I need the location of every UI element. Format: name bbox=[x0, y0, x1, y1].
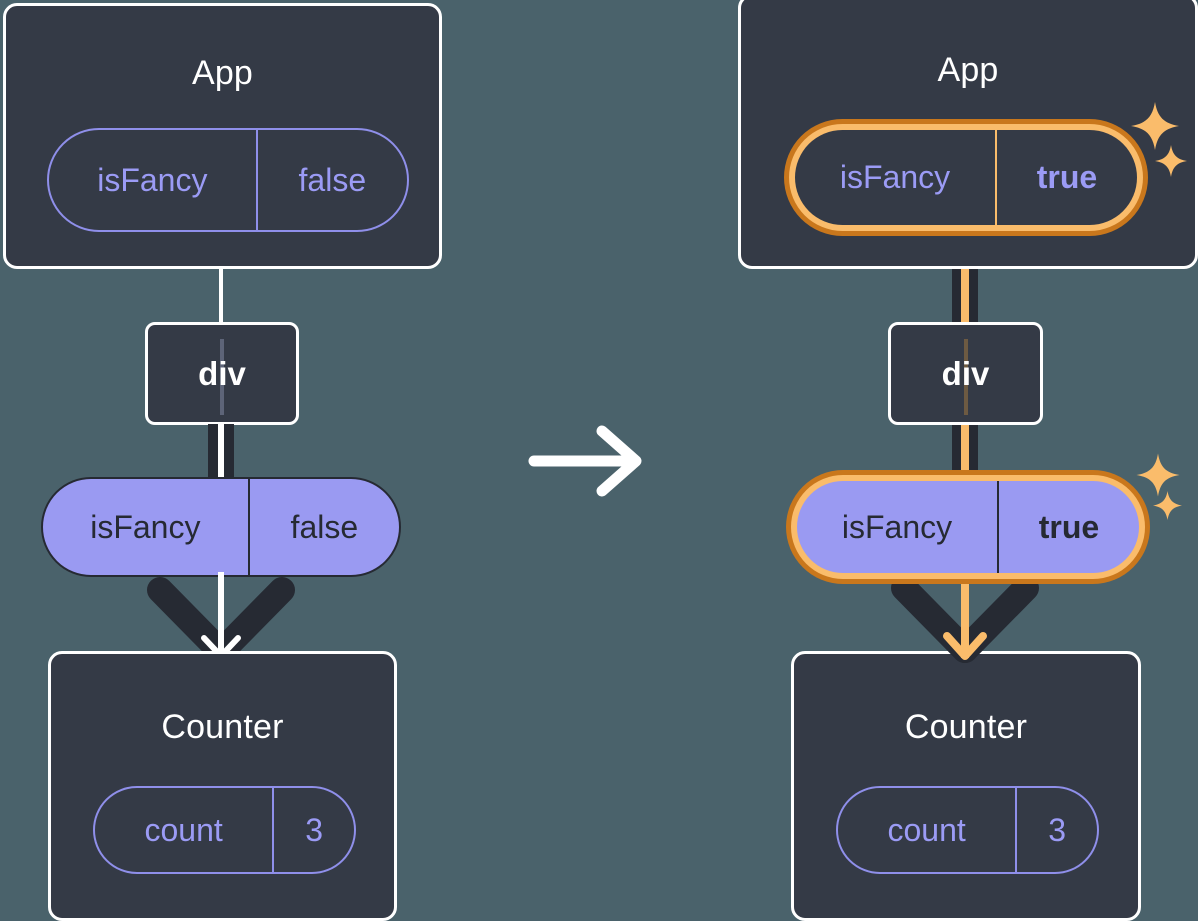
after-div-label: div bbox=[941, 354, 990, 392]
after-app-state-pill-value: true bbox=[995, 130, 1137, 225]
transition-arrow-icon bbox=[528, 424, 646, 498]
after-div-box: div bbox=[888, 322, 1043, 425]
before-connector-app-to-div bbox=[219, 266, 223, 326]
after-prop-pill-value: true bbox=[997, 481, 1139, 573]
after-counter-state-pill: count 3 bbox=[836, 786, 1099, 874]
before-div-label: div bbox=[198, 354, 246, 392]
before-counter-state-pill-value: 3 bbox=[272, 788, 354, 872]
before-app-state-pill: isFancy false bbox=[47, 128, 409, 232]
after-app-state-pill: isFancy true bbox=[784, 119, 1148, 236]
before-prop-pill-value: false bbox=[247, 479, 399, 575]
before-div-thread bbox=[220, 339, 224, 415]
before-prop-pill-name: isFancy bbox=[90, 508, 201, 545]
before-counter-state-pill-name: count bbox=[144, 811, 223, 848]
before-counter-state-pill: count 3 bbox=[93, 786, 356, 874]
after-app-sparkle-small-icon bbox=[1154, 144, 1188, 178]
after-counter-box: Counter count 3 bbox=[791, 651, 1141, 921]
after-counter-title: Counter bbox=[904, 708, 1028, 746]
before-app-title: App bbox=[191, 54, 254, 92]
before-arrow-to-counter bbox=[130, 572, 312, 670]
after-prop-pill: isFancy true bbox=[786, 470, 1150, 584]
before-counter-box: Counter count 3 bbox=[48, 651, 397, 921]
after-prop-pill-core: isFancy true bbox=[797, 481, 1139, 573]
after-div-thread bbox=[963, 339, 968, 415]
before-counter-title: Counter bbox=[161, 708, 284, 746]
before-div-box: div bbox=[145, 322, 299, 425]
before-app-state-pill-name: isFancy bbox=[97, 161, 208, 198]
after-app-pill-core: isFancy true bbox=[795, 130, 1137, 225]
before-app-box: App isFancy false bbox=[3, 3, 442, 269]
after-prop-sparkle-small-icon bbox=[1152, 490, 1183, 521]
before-connector-div-to-pill bbox=[208, 424, 234, 484]
after-arrow-to-counter bbox=[874, 570, 1056, 670]
after-app-state-pill-name: isFancy bbox=[839, 159, 951, 195]
after-counter-state-pill-value: 3 bbox=[1015, 788, 1097, 872]
after-app-sparkle-large-icon bbox=[1129, 100, 1181, 152]
after-app-title: App bbox=[937, 51, 999, 89]
before-prop-pill: isFancy false bbox=[41, 477, 401, 577]
after-counter-state-pill-name: count bbox=[887, 811, 966, 848]
after-prop-pill-name: isFancy bbox=[841, 508, 953, 545]
after-prop-sparkle-large-icon bbox=[1135, 452, 1181, 498]
before-app-state-pill-value: false bbox=[255, 130, 407, 230]
